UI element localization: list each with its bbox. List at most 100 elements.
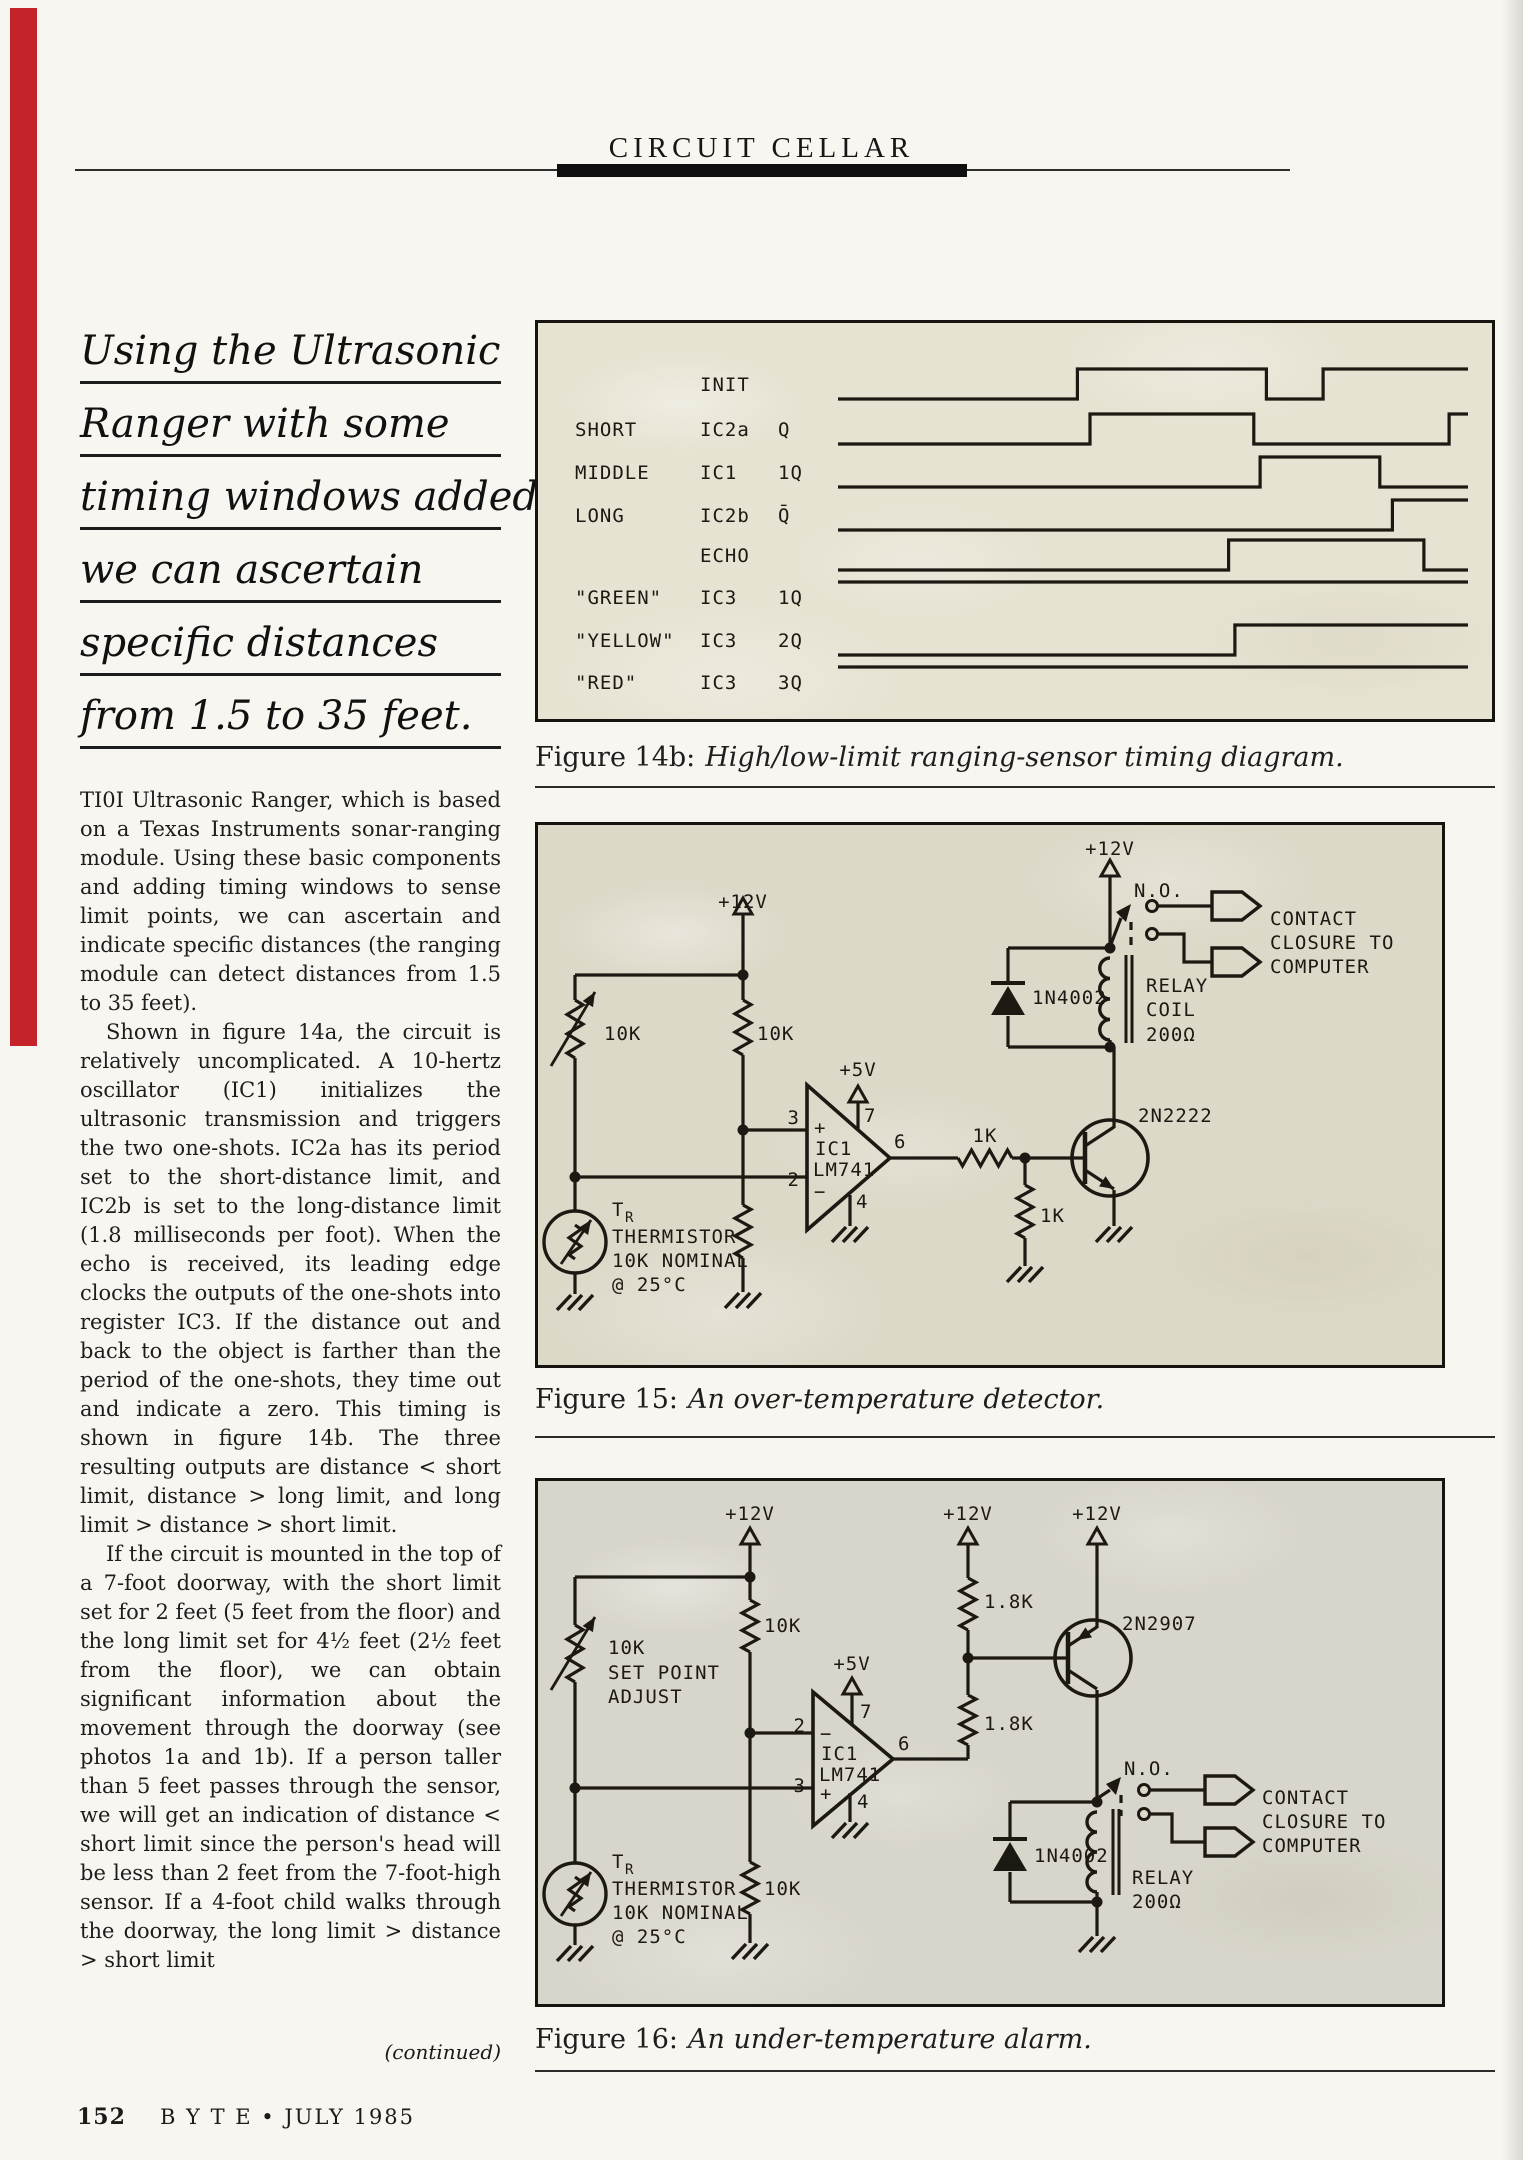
schematic-label: COMPUTER [1270,956,1370,978]
signal-ic-label: IC1 [700,462,738,484]
schematic-label: 2N2222 [1138,1105,1213,1127]
schematic-label: R [625,1210,634,1226]
schematic-label: RELAY [1132,1867,1194,1889]
signal-pin-label: 1Q [778,587,803,609]
schematic-label: 6 [898,1733,910,1755]
schematic-label: 10K [604,1023,641,1045]
article-text: TI0I Ultrasonic Ranger, which is based o… [80,786,501,1975]
schematic-label: COIL [1146,999,1196,1021]
header-bar [557,164,967,177]
schematic-label: 200Ω [1146,1024,1196,1046]
pull-quote-line: timing windows added, [80,474,551,520]
schematic-label: CONTACT [1270,908,1357,930]
schematic-label: 1.8K [984,1713,1034,1735]
schematic-label: LM741 [819,1764,881,1786]
signal-waveform [838,538,1468,572]
quote-underline [80,527,501,530]
red-edge-bar [10,8,37,1046]
signal-waveform [838,580,1468,584]
signal-ic-label: IC3 [700,672,738,694]
signal-ic-label: INIT [700,374,750,396]
schematic-label: 10K NOMINAL [612,1250,749,1272]
schematic-label: 10K NOMINAL [612,1902,749,1924]
caption-label: Figure 14b: [535,742,696,773]
signal-waveform [838,498,1468,532]
signal-waveform [838,367,1468,401]
pull-quote-line: we can ascertain [80,547,424,593]
schematic-label: + [820,1783,832,1805]
caption-rule [535,786,1495,788]
quote-underline [80,381,501,384]
signal-waveform [838,455,1468,489]
caption-text: An under-temperature alarm. [687,2024,1092,2055]
schematic-label: IC1 [815,1138,852,1160]
schematic-label: T [612,1851,624,1873]
schematic-label: RELAY [1146,975,1208,997]
schematic-label: 1N4002 [1032,987,1107,1009]
article-paragraph: TI0I Ultrasonic Ranger, which is based o… [80,788,501,1015]
schematic-label: 1K [1040,1205,1065,1227]
schematic-label: 7 [864,1105,876,1127]
signal-pin-label: 1Q [778,462,803,484]
schematic-label: +5V [833,1653,870,1675]
schematic-label: @ 25°C [612,1274,687,1296]
quote-underline [80,746,501,749]
pull-quote-line: specific distances [80,620,439,666]
section-title: CIRCUIT CELLAR [608,132,915,164]
schematic-label: + [814,1117,826,1139]
schematic-label: +12V [1072,1503,1122,1525]
schematic-label: 1N4002 [1034,1845,1109,1867]
figure-16-caption: Figure 16: An under-temperature alarm. [535,2024,1495,2055]
signal-waveform [838,665,1468,669]
signal-group-label: MIDDLE [575,462,650,484]
caption-label: Figure 15: [535,1384,678,1415]
schematic-label: THERMISTOR [612,1226,736,1248]
schematic-label: THERMISTOR [612,1878,736,1900]
schematic-label: 2N2907 [1122,1613,1197,1635]
schematic-label: 1K [973,1125,998,1147]
schematic-label: − [814,1181,826,1203]
caption-text: High/low-limit ranging-sensor timing dia… [705,742,1344,773]
caption-label: Figure 16: [535,2024,678,2055]
signal-ic-label: IC3 [700,630,738,652]
quote-underline [80,673,501,676]
schematic-label: R [625,1862,634,1878]
pull-quote-line: Ranger with some [80,401,450,447]
caption-text: An over-temperature detector. [687,1384,1105,1415]
signal-group-label: "GREEN" [575,587,663,609]
schematic-label: N.O. [1124,1758,1174,1780]
schematic-label: N.O. [1134,880,1184,902]
schematic-label: 6 [894,1131,906,1153]
schematic-label: 4 [857,1791,869,1813]
schematic-label: T [612,1199,624,1221]
schematic-label: LM741 [813,1159,875,1181]
quote-underline [80,600,501,603]
signal-ic-label: IC3 [700,587,738,609]
schematic-label: +12V [943,1503,993,1525]
schematic-label: 7 [860,1701,872,1723]
schematic-label: +5V [839,1059,876,1081]
schematic-label: SET POINT [608,1662,720,1684]
signal-group-label: "RED" [575,672,638,694]
article-paragraph: Shown in figure 14a, the circuit is rela… [80,1020,501,1537]
schematic-label: 2 [788,1169,800,1191]
schematic-label: CLOSURE TO [1270,932,1394,954]
schematic-label: CONTACT [1262,1787,1349,1809]
figure-14b-caption: Figure 14b: High/low-limit ranging-sensor… [535,742,1495,773]
signal-pin-label: 2Q [778,630,803,652]
signal-pin-label: 3Q [778,672,803,694]
signal-group-label: LONG [575,505,625,527]
signal-group-label: "YELLOW" [575,630,675,652]
caption-rule [535,1436,1495,1438]
schematic-label: +12V [725,1503,775,1525]
schematic-label: CLOSURE TO [1262,1811,1386,1833]
schematic-label: 10K [764,1878,801,1900]
page-number: 152 [77,2104,126,2130]
